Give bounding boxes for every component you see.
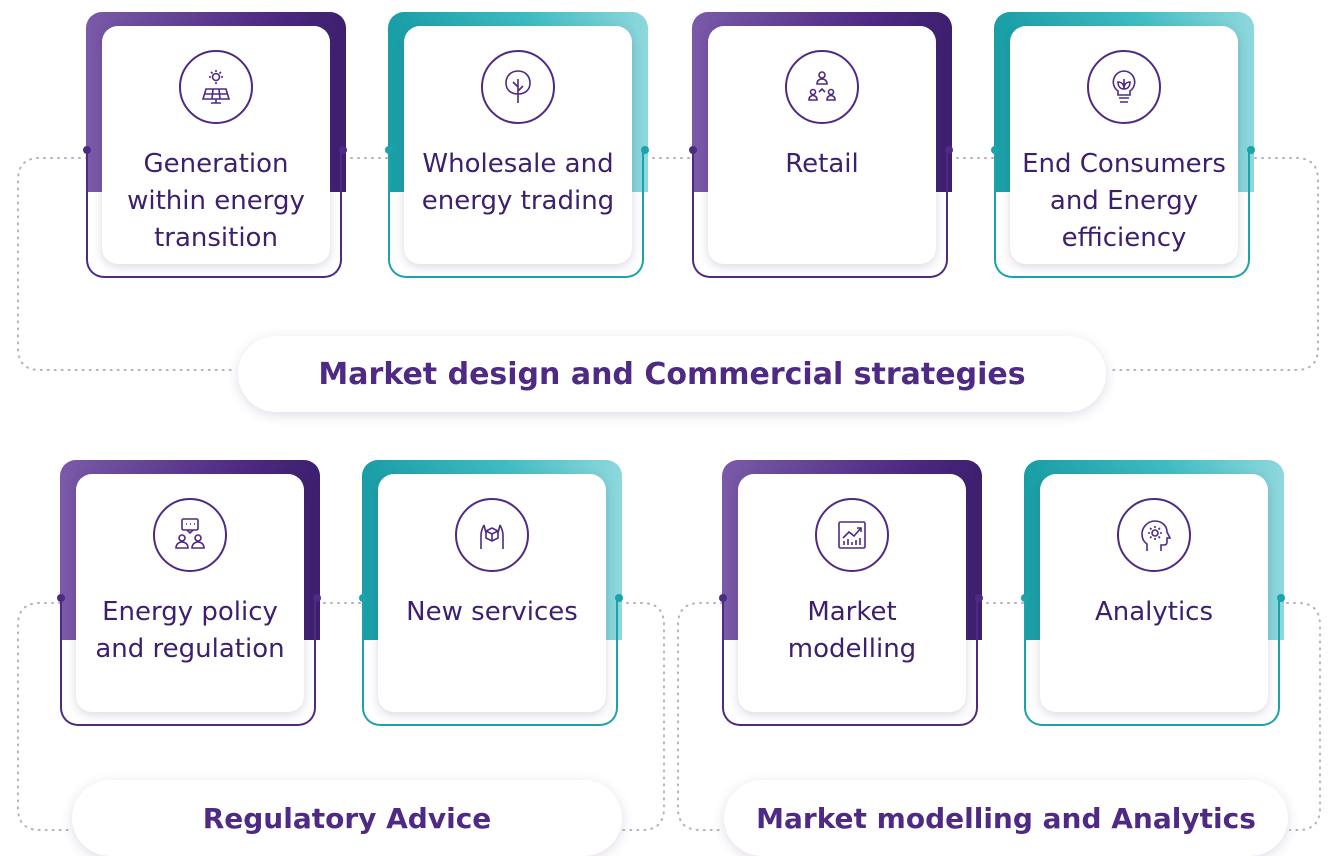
- bracket-dot: [359, 594, 367, 602]
- label-line: and regulation: [95, 634, 285, 664]
- label-line: Analytics: [1094, 597, 1214, 627]
- bracket-dot: [1277, 594, 1285, 602]
- bracket-dot: [313, 594, 321, 602]
- card-analytics[interactable]: Analytics: [1040, 474, 1268, 712]
- bracket-dot: [991, 146, 999, 154]
- card-label: End Consumers and Energy efficiency: [1010, 146, 1238, 257]
- label-line: modelling: [787, 634, 917, 664]
- card-retail[interactable]: Retail: [708, 26, 936, 264]
- bracket-dot: [641, 146, 649, 154]
- bracket-dot: [57, 594, 65, 602]
- card-bracket-end-consumers: [994, 148, 1250, 278]
- tree-icon: [481, 50, 555, 124]
- solar-panel-sun-icon: [179, 50, 253, 124]
- chart-growth-icon: [815, 498, 889, 572]
- card-generation[interactable]: Generation within energy transition: [102, 26, 330, 264]
- card-bracket-energy-policy: [60, 596, 316, 726]
- card-label: Retail: [708, 146, 936, 183]
- card-label: Energy policy and regulation: [76, 594, 304, 668]
- card-label: Analytics: [1040, 594, 1268, 631]
- hierarchy-people-icon: [785, 50, 859, 124]
- label-line: Market: [807, 597, 897, 627]
- meeting-chat-icon: [153, 498, 227, 572]
- card-bracket-analytics: [1024, 596, 1280, 726]
- label-line: Energy policy: [102, 597, 278, 627]
- hands-cube-icon: [455, 498, 529, 572]
- label-line: End Consumers: [1022, 149, 1226, 179]
- card-market-modelling[interactable]: Market modelling: [738, 474, 966, 712]
- label-line: within energy: [127, 186, 305, 216]
- group-title-regulatory-advice: Regulatory Advice: [72, 780, 622, 856]
- card-bracket-market-modelling: [722, 596, 978, 726]
- bracket-dot: [83, 146, 91, 154]
- bracket-dot: [719, 594, 727, 602]
- group-title-market-design: Market design and Commercial strategies: [238, 336, 1106, 412]
- card-label: Market modelling: [738, 594, 966, 668]
- bracket-dot: [1021, 594, 1029, 602]
- card-new-services[interactable]: New services: [378, 474, 606, 712]
- card-bracket-generation: [86, 148, 342, 278]
- label-line: energy trading: [421, 186, 615, 216]
- card-label: Wholesale and energy trading: [404, 146, 632, 220]
- label-line: transition: [154, 223, 278, 253]
- bracket-dot: [615, 594, 623, 602]
- label-line: Generation: [143, 149, 289, 179]
- bracket-dot: [339, 146, 347, 154]
- label-line: Retail: [785, 149, 859, 179]
- bracket-dot: [689, 146, 697, 154]
- card-bracket-retail: [692, 148, 948, 278]
- card-label: Generation within energy transition: [102, 146, 330, 257]
- bracket-dot: [945, 146, 953, 154]
- head-gear-icon: [1117, 498, 1191, 572]
- card-label: New services: [378, 594, 606, 631]
- group-title-market-modelling-analytics: Market modelling and Analytics: [724, 780, 1288, 856]
- card-bracket-new-services: [362, 596, 618, 726]
- card-bracket-wholesale: [388, 148, 644, 278]
- label-line: and Energy: [1049, 186, 1199, 216]
- bracket-dot: [1247, 146, 1255, 154]
- card-end-consumers[interactable]: End Consumers and Energy efficiency: [1010, 26, 1238, 264]
- bracket-dot: [385, 146, 393, 154]
- bracket-dot: [975, 594, 983, 602]
- card-wholesale[interactable]: Wholesale and energy trading: [404, 26, 632, 264]
- card-energy-policy[interactable]: Energy policy and regulation: [76, 474, 304, 712]
- label-line: Wholesale and: [422, 149, 614, 179]
- lightbulb-leaf-icon: [1087, 50, 1161, 124]
- label-line: efficiency: [1061, 223, 1187, 253]
- label-line: New services: [406, 597, 578, 627]
